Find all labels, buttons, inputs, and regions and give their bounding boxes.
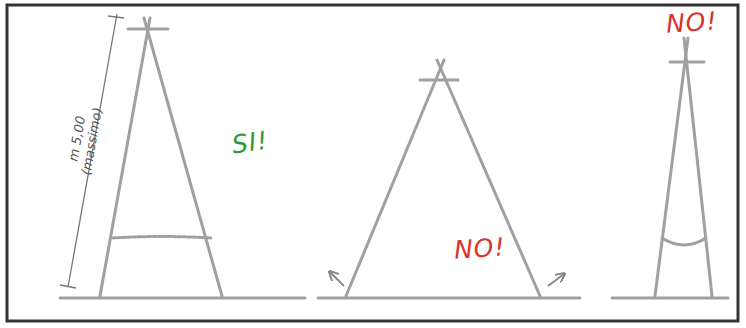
ladder-leg xyxy=(144,18,222,296)
dimension-label: m 5,00(massimo) xyxy=(63,104,104,177)
ladder-top-tick xyxy=(128,28,168,31)
ladder-leg xyxy=(100,18,150,296)
dimension-tick xyxy=(60,285,76,288)
frame xyxy=(7,5,738,321)
ladder-leg xyxy=(437,60,540,296)
ground-line xyxy=(612,297,728,300)
verdict-mark: SI! xyxy=(230,125,270,159)
slip-arrow xyxy=(330,272,344,286)
verdict-mark: NO! xyxy=(665,6,718,39)
ladder-top-tick xyxy=(670,61,704,64)
ladder-top-tick xyxy=(420,79,458,82)
dimension-tick xyxy=(108,16,124,18)
ladder-leg xyxy=(655,38,688,296)
slip-arrow xyxy=(548,274,564,286)
ladder-leg xyxy=(684,38,712,296)
ground-line xyxy=(60,297,305,300)
spreader-rope xyxy=(113,237,212,239)
ladder-leg xyxy=(346,60,444,296)
spreader-rope xyxy=(662,238,706,245)
verdict-mark: NO! xyxy=(453,232,506,265)
